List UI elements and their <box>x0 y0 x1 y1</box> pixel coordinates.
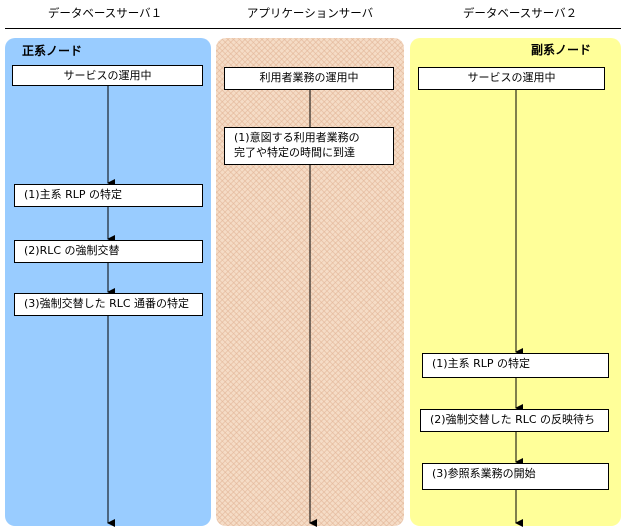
secondary-step3-box: (3)参照系業務の開始 <box>422 463 609 490</box>
primary-step1-box: (1)主系 RLP の特定 <box>14 184 203 207</box>
header-db-server-1: データベースサーバ１ <box>47 6 163 20</box>
secondary-start-box: サービスの運用中 <box>418 67 605 90</box>
primary-node-label: 正系ノード <box>22 44 83 58</box>
header-divider <box>5 28 621 29</box>
primary-start-box: サービスの運用中 <box>12 65 203 86</box>
secondary-node-label: 副系ノード <box>531 43 592 57</box>
secondary-step2-box: (2)強制交替した RLC の反映待ち <box>420 409 609 432</box>
secondary-step1-box: (1)主系 RLP の特定 <box>422 353 609 378</box>
app-start-box: 利用者業務の運用中 <box>224 67 394 90</box>
header-app-server: アプリケーションサーバ <box>246 6 374 20</box>
primary-step3-box: (3)強制交替した RLC 通番の特定 <box>14 293 203 316</box>
app-step1-box: (1)意図する利用者業務の 完了や特定の時間に到達 <box>224 127 394 165</box>
primary-step2-box: (2)RLC の強制交替 <box>14 240 203 263</box>
app-step1-line2: 完了や特定の時間に到達 <box>234 146 355 159</box>
header-db-server-2: データベースサーバ２ <box>462 6 578 20</box>
app-step1-line1: (1)意図する利用者業務の <box>234 131 360 144</box>
